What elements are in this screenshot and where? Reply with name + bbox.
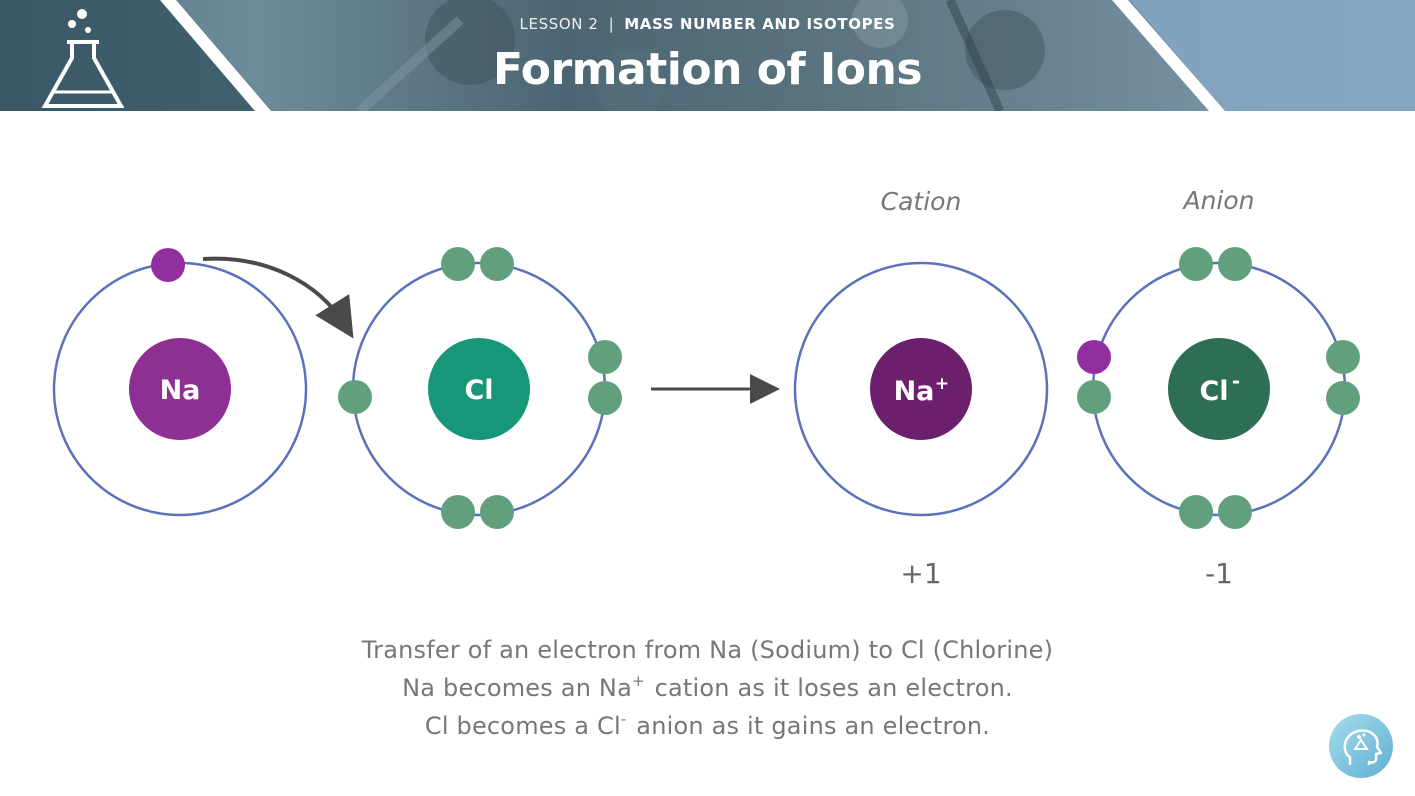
- caption-text: cation as it loses an electron.: [646, 674, 1013, 702]
- molecule-ball-decoration: [595, 50, 665, 111]
- header-right-stripe: [1112, 0, 1225, 111]
- sodium-symbol: Na: [160, 375, 201, 406]
- molecule-bond-decoration: [356, 16, 464, 111]
- molecule-ball-decoration: [425, 0, 515, 85]
- caption-superscript: -: [620, 710, 627, 728]
- chlorine-atom: Cl: [338, 247, 622, 529]
- lesson-topic: MASS NUMBER AND ISOTOPES: [624, 15, 896, 33]
- anion-symbol: Cl: [1199, 376, 1228, 407]
- anion-nucleus: [1168, 338, 1270, 440]
- gained-electron: [1077, 340, 1111, 374]
- electron: [441, 247, 475, 281]
- header-left-panel: [0, 0, 255, 111]
- sodium-cation: Na +: [793, 261, 1049, 517]
- header-background: [0, 0, 1415, 111]
- electron: [441, 495, 475, 529]
- electron: [480, 247, 514, 281]
- anion-charge: -1: [1205, 557, 1233, 590]
- header-left-stripe: [160, 0, 271, 111]
- chlorine-nucleus: [428, 338, 530, 440]
- lesson-breadcrumb: LESSON 2 | MASS NUMBER AND ISOTOPES: [0, 15, 1415, 33]
- cation-symbol: Na: [894, 376, 935, 407]
- caption-superscript: +: [632, 672, 645, 690]
- sodium-nucleus: [129, 338, 231, 440]
- electron: [480, 495, 514, 529]
- electron: [588, 340, 622, 374]
- electron: [1179, 495, 1213, 529]
- molecule-bond-decoration: [945, 0, 1005, 111]
- anion-label: Anion: [1181, 186, 1254, 215]
- electron: [338, 380, 372, 414]
- ion-formation-diagram: Na Cl Cation Na + +1 Anion Cl -: [52, 186, 1360, 590]
- cation-charge: +1: [900, 557, 941, 590]
- chlorine-symbol: Cl: [464, 375, 493, 406]
- electron: [588, 381, 622, 415]
- electron: [1179, 247, 1213, 281]
- cation-orbit: [793, 261, 1049, 517]
- electron-transfer-arrow: [202, 256, 354, 339]
- chloride-anion: Cl -: [1077, 247, 1360, 529]
- electron: [1077, 380, 1111, 414]
- electron: [1326, 381, 1360, 415]
- electron: [1218, 247, 1252, 281]
- caption-text: Cl becomes a Cl: [424, 712, 621, 740]
- header-banner: LESSON 2 | MASS NUMBER AND ISOTOPES Format…: [0, 0, 1415, 111]
- electron: [1326, 340, 1360, 374]
- cation-label: Cation: [881, 187, 962, 216]
- caption-line-3: Cl becomes a Cl- anion as it gains an el…: [0, 710, 1415, 740]
- caption-text: anion as it gains an electron.: [628, 712, 991, 740]
- cation-superscript: +: [935, 374, 949, 394]
- caption-line-2: Na becomes an Na+ cation as it loses an …: [0, 672, 1415, 702]
- breadcrumb-separator: |: [608, 15, 615, 33]
- flask-icon: [41, 9, 125, 108]
- page-title: Formation of Ions: [492, 44, 923, 95]
- sodium-atom: Na: [52, 248, 308, 517]
- molecule-ball-decoration: [852, 0, 908, 48]
- header-right-panel: [1130, 0, 1415, 111]
- caption-text: Na becomes an Na: [402, 674, 632, 702]
- caption-line-1: Transfer of an electron from Na (Sodium)…: [361, 636, 1054, 664]
- anion-superscript: -: [1232, 369, 1240, 393]
- transferring-electron: [151, 248, 185, 282]
- cation-nucleus: [870, 338, 972, 440]
- lesson-number: LESSON 2: [519, 15, 599, 33]
- electron: [1218, 495, 1252, 529]
- head-logo-icon: [1329, 714, 1393, 778]
